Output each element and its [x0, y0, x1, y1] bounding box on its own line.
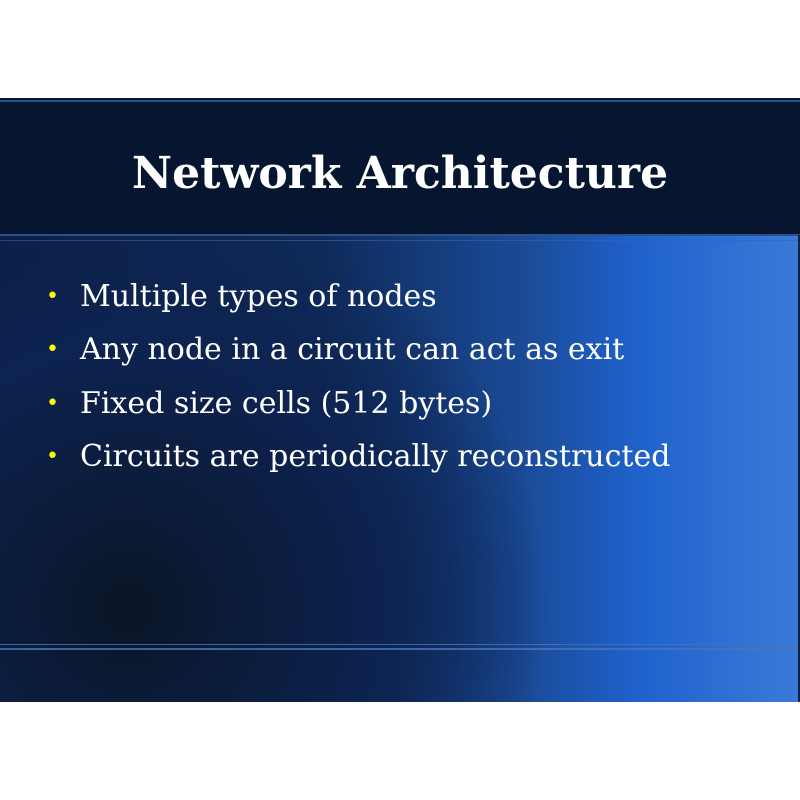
bullet-text: Circuits are periodically reconstructed — [80, 439, 671, 475]
bullet-icon: • — [46, 390, 59, 416]
header-rule-top — [0, 100, 800, 102]
bullet-item: • Any node in a circuit can act as exit — [46, 324, 670, 378]
slide-header: Network Architecture — [0, 98, 800, 235]
bullet-list: • Multiple types of nodes • Any node in a … — [46, 270, 670, 484]
header-rule-accent — [0, 240, 800, 241]
footer-rule-2 — [0, 648, 800, 650]
bullet-text: Fixed size cells (512 bytes) — [80, 385, 493, 421]
bullet-icon: • — [46, 444, 59, 470]
bullet-text: Multiple types of nodes — [80, 278, 437, 314]
bullet-text: Any node in a circuit can act as exit — [80, 332, 625, 368]
footer-rule-1 — [0, 644, 800, 645]
bullet-item: • Fixed size cells (512 bytes) — [46, 377, 670, 431]
bullet-icon: • — [46, 337, 59, 363]
bullet-icon: • — [46, 283, 59, 309]
slide: Network Architecture • Multiple types of … — [0, 98, 800, 702]
bullet-item: • Multiple types of nodes — [46, 270, 670, 324]
slide-right-edge — [798, 235, 800, 702]
bullet-item: • Circuits are periodically reconstructed — [46, 431, 670, 485]
slide-title: Network Architecture — [131, 148, 669, 199]
header-rule-bottom — [0, 234, 800, 236]
